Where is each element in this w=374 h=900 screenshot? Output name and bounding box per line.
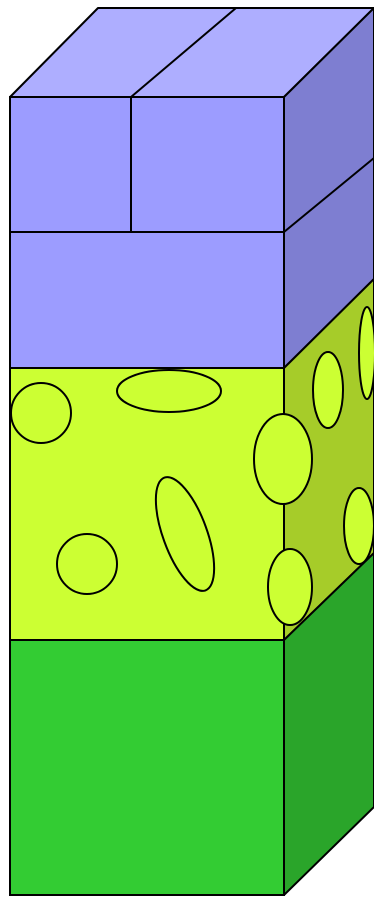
ellipse [313,352,343,428]
top-layer [10,8,374,368]
ellipse [254,414,312,504]
ellipse [11,383,71,443]
ellipse [57,534,117,594]
ellipse [268,549,312,625]
bottom-layer-front-face [10,640,284,895]
ellipse [359,307,374,399]
ellipse [344,488,374,564]
ellipse [117,370,221,412]
